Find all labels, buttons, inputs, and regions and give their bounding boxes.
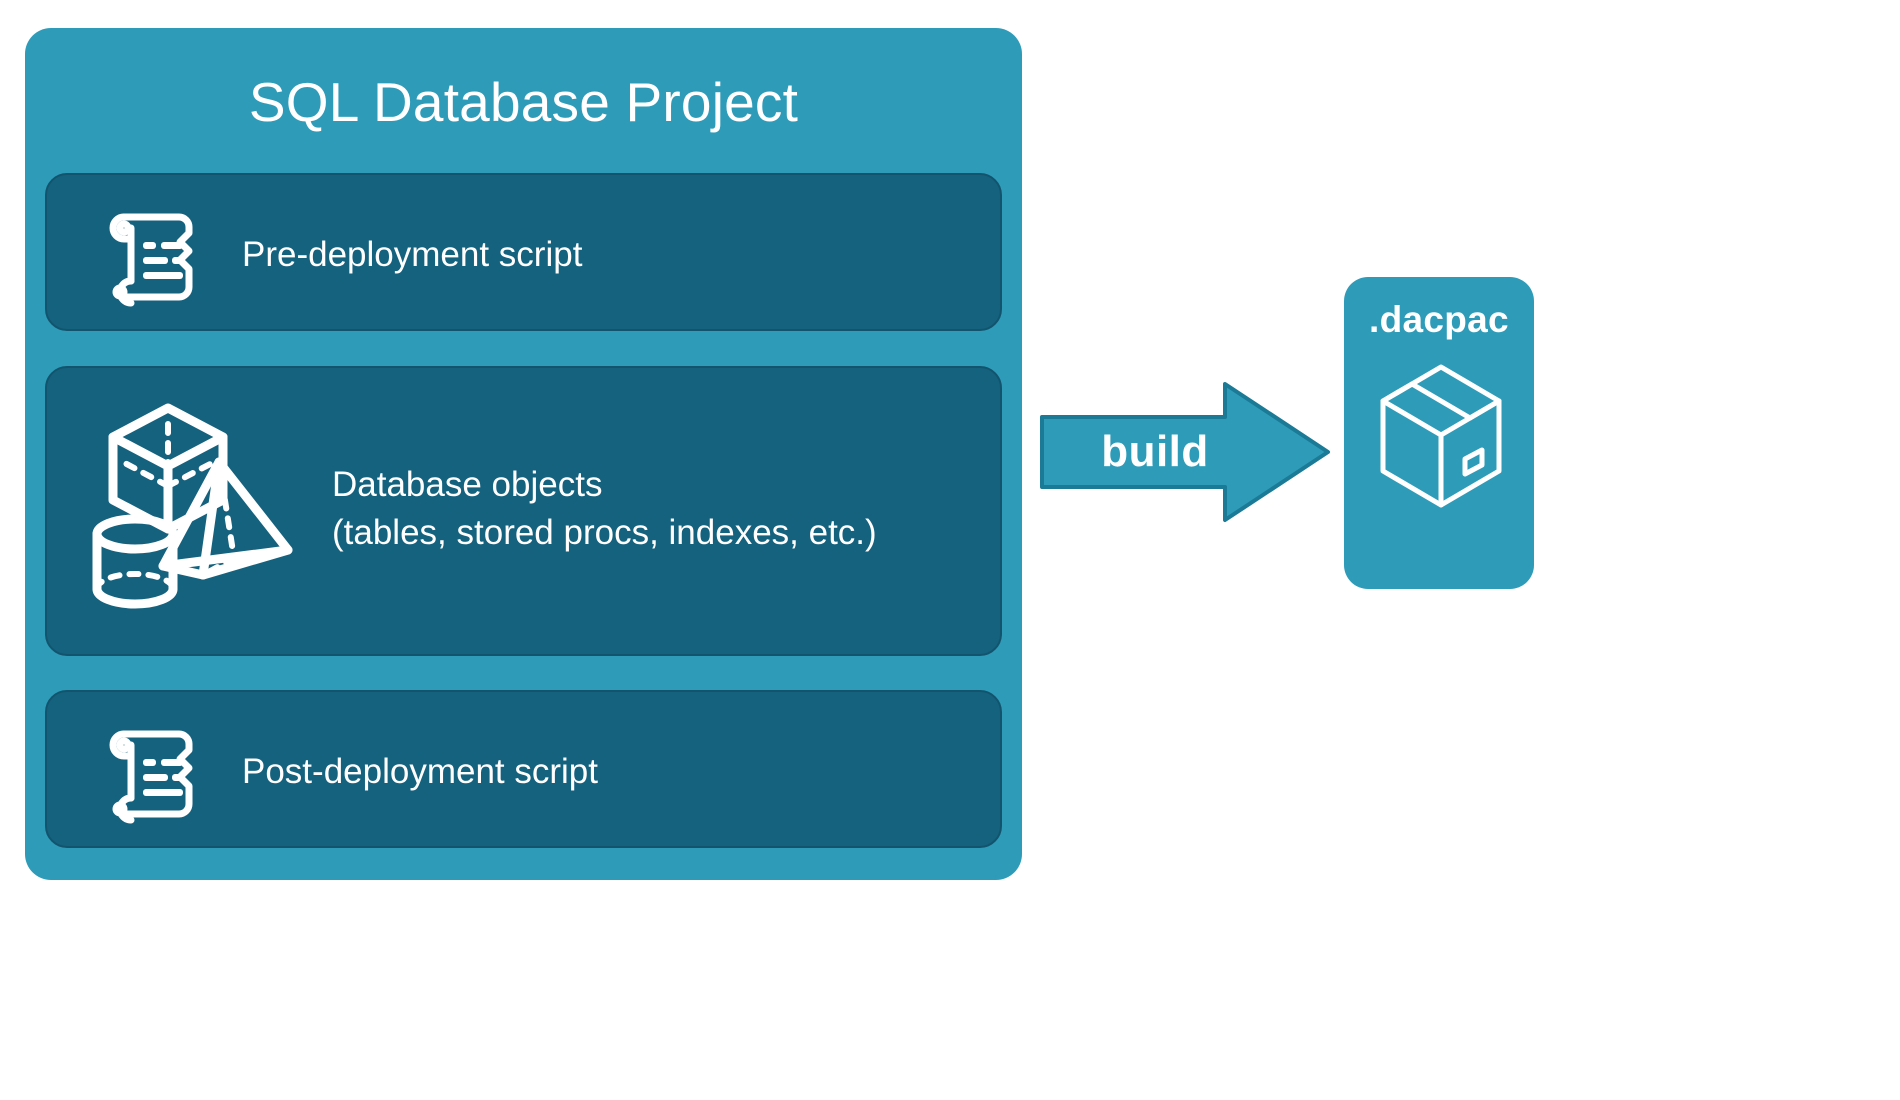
database-objects-label-line1: Database objects — [332, 465, 603, 504]
database-objects-label-line2: (tables, stored procs, indexes, etc.) — [332, 513, 877, 552]
package-box-icon — [1379, 361, 1503, 511]
database-objects-icon-group — [83, 390, 323, 635]
sql-database-project-card: SQL Database Project — [25, 28, 1022, 880]
scroll-icon — [91, 718, 201, 824]
database-objects-label: Database objects (tables, stored procs, … — [332, 461, 982, 557]
project-title: SQL Database Project — [248, 71, 799, 133]
build-arrow — [1040, 382, 1330, 522]
pre-deployment-script-label: Pre-deployment script — [242, 235, 583, 274]
dacpac-title: .dacpac — [1369, 299, 1509, 340]
database-objects-box: Database objects (tables, stored procs, … — [45, 366, 1002, 656]
cylinder-icon — [92, 514, 178, 609]
pre-deployment-script-box: Pre-deployment script — [45, 173, 1002, 331]
dacpac-output-card: .dacpac — [1344, 277, 1534, 589]
post-deployment-script-label: Post-deployment script — [242, 752, 598, 791]
scroll-icon — [91, 201, 201, 307]
cube-icon — [108, 403, 228, 534]
post-deployment-script-box: Post-deployment script — [45, 690, 1002, 848]
